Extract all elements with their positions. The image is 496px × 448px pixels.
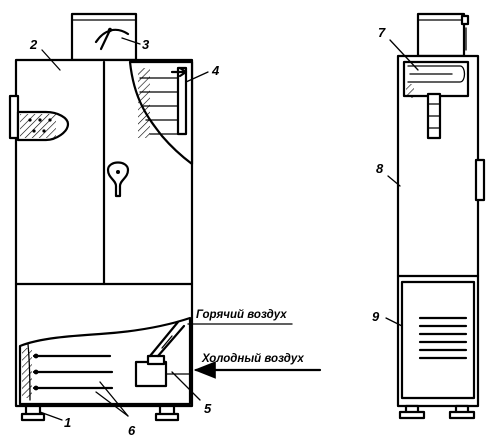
hinge-left xyxy=(8,94,20,140)
left-shelf-cutaway xyxy=(16,110,70,142)
door-handle-icon xyxy=(106,161,130,198)
upper-cutaway xyxy=(128,60,194,166)
vent-chimney xyxy=(70,12,138,62)
label-1: 1 xyxy=(64,415,72,430)
front-view xyxy=(8,12,322,422)
label-6: 6 xyxy=(128,423,136,438)
side-vent xyxy=(416,12,470,58)
side-view xyxy=(385,12,486,420)
side-feet xyxy=(398,404,476,420)
label-7: 7 xyxy=(378,25,386,40)
lower-cutaway xyxy=(18,316,192,406)
side-duct xyxy=(402,60,470,140)
cold-air-label: Холодный воздух xyxy=(202,353,304,365)
label-4: 4 xyxy=(212,63,220,78)
label-2: 2 xyxy=(30,37,38,52)
side-leader-lines xyxy=(385,39,419,327)
hot-air-label: Горячий воздух xyxy=(196,309,287,321)
label-9: 9 xyxy=(372,309,380,324)
side-handle xyxy=(474,158,486,202)
label-8: 8 xyxy=(376,161,384,176)
side-lower-panel xyxy=(400,280,476,400)
feet xyxy=(20,404,180,422)
label-5: 5 xyxy=(204,401,212,416)
label-3: 3 xyxy=(142,37,150,52)
leader-lines xyxy=(39,37,293,421)
